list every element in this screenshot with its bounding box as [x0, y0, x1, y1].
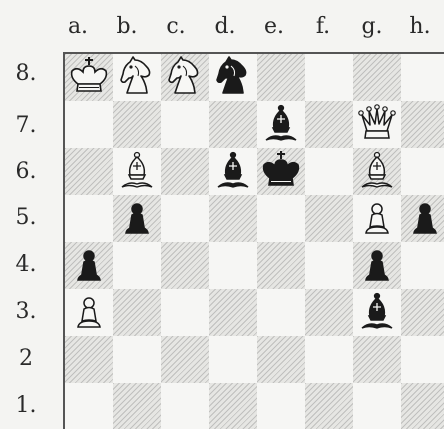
square-c1[interactable]	[161, 383, 209, 429]
square-f1[interactable]	[305, 383, 353, 429]
square-e1[interactable]	[257, 383, 305, 429]
square-g1[interactable]	[353, 383, 401, 429]
square-c4[interactable]	[161, 242, 209, 289]
square-c7[interactable]	[161, 101, 209, 148]
square-h2[interactable]	[401, 336, 444, 383]
square-e8[interactable]	[257, 54, 305, 101]
white-king-icon-a8[interactable]	[65, 54, 113, 101]
rank-label-2: 2	[0, 346, 52, 372]
file-label-d: d.	[201, 14, 249, 40]
black-pawn-icon-b5[interactable]	[113, 195, 161, 242]
black-pawn-icon-g4[interactable]	[353, 242, 401, 289]
square-g8[interactable]	[353, 54, 401, 101]
file-label-h: h.	[396, 14, 444, 40]
rank-label-3: 3.	[0, 299, 52, 325]
white-queen-icon-g7[interactable]	[353, 101, 401, 148]
square-b4[interactable]	[113, 242, 161, 289]
white-pawn-icon-g5[interactable]	[353, 195, 401, 242]
black-bishop-icon-d6[interactable]	[209, 148, 257, 195]
white-knight-icon-c8[interactable]	[161, 54, 209, 101]
square-a5[interactable]	[65, 195, 113, 242]
square-h7[interactable]	[401, 101, 444, 148]
square-d1[interactable]	[209, 383, 257, 429]
square-g2[interactable]	[353, 336, 401, 383]
square-d3[interactable]	[209, 289, 257, 336]
rank-label-8: 8.	[0, 61, 52, 87]
square-h4[interactable]	[401, 242, 444, 289]
rank-label-6: 6.	[0, 159, 52, 185]
square-e3[interactable]	[257, 289, 305, 336]
chess-board	[63, 52, 444, 429]
square-d2[interactable]	[209, 336, 257, 383]
black-king-icon-e6[interactable]	[257, 148, 305, 195]
square-h1[interactable]	[401, 383, 444, 429]
square-f5[interactable]	[305, 195, 353, 242]
square-e5[interactable]	[257, 195, 305, 242]
file-label-g: g.	[348, 14, 396, 40]
white-pawn-icon-a3[interactable]	[65, 289, 113, 336]
rank-label-7: 7.	[0, 113, 52, 139]
file-label-a: a.	[54, 14, 102, 40]
white-knight-icon-b8[interactable]	[113, 54, 161, 101]
rank-label-5: 5.	[0, 205, 52, 231]
rank-label-1: 1.	[0, 393, 52, 419]
square-b2[interactable]	[113, 336, 161, 383]
white-bishop-icon-g6[interactable]	[353, 148, 401, 195]
square-c3[interactable]	[161, 289, 209, 336]
square-h6[interactable]	[401, 148, 444, 195]
white-bishop-icon-b6[interactable]	[113, 148, 161, 195]
black-pawn-icon-h5[interactable]	[401, 195, 444, 242]
black-bishop-icon-e7[interactable]	[257, 101, 305, 148]
square-b3[interactable]	[113, 289, 161, 336]
square-f3[interactable]	[305, 289, 353, 336]
square-d4[interactable]	[209, 242, 257, 289]
file-label-b: b.	[103, 14, 151, 40]
square-b7[interactable]	[113, 101, 161, 148]
square-f4[interactable]	[305, 242, 353, 289]
square-a7[interactable]	[65, 101, 113, 148]
file-label-e: e.	[250, 14, 298, 40]
square-f7[interactable]	[305, 101, 353, 148]
black-knight-icon-d8[interactable]	[209, 54, 257, 101]
square-a2[interactable]	[65, 336, 113, 383]
black-bishop-icon-g3[interactable]	[353, 289, 401, 336]
square-c6[interactable]	[161, 148, 209, 195]
square-c2[interactable]	[161, 336, 209, 383]
square-f2[interactable]	[305, 336, 353, 383]
square-f8[interactable]	[305, 54, 353, 101]
square-c5[interactable]	[161, 195, 209, 242]
square-h3[interactable]	[401, 289, 444, 336]
square-e4[interactable]	[257, 242, 305, 289]
square-b1[interactable]	[113, 383, 161, 429]
rank-label-4: 4.	[0, 252, 52, 278]
square-f6[interactable]	[305, 148, 353, 195]
black-pawn-icon-a4[interactable]	[65, 242, 113, 289]
file-label-c: c.	[152, 14, 200, 40]
square-a6[interactable]	[65, 148, 113, 195]
square-h8[interactable]	[401, 54, 444, 101]
square-e2[interactable]	[257, 336, 305, 383]
file-label-f: f.	[299, 14, 347, 40]
square-a1[interactable]	[65, 383, 113, 429]
square-d7[interactable]	[209, 101, 257, 148]
square-d5[interactable]	[209, 195, 257, 242]
